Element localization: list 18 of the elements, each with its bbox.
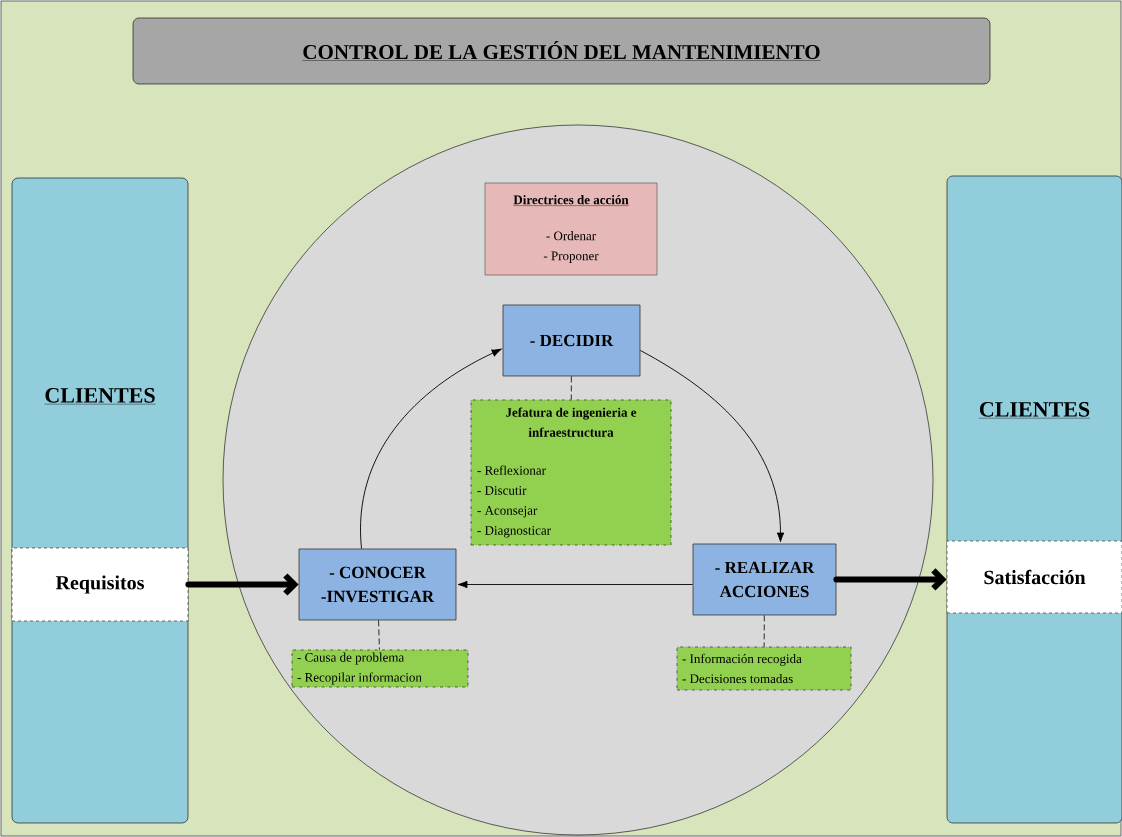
dashed-connector [570, 376, 572, 400]
client-box: Requisitos [11, 547, 189, 622]
note-box: - Información recogida - Decisiones tomadas [676, 646, 852, 691]
process-box: - CONOCER -INVESTIGAR [298, 548, 457, 621]
note-box: Jefatura de ingenieria e infraestructura - Reflexionar - Discutir - Aconsejar - Diagnosticar [470, 399, 672, 546]
dashed-connector [378, 620, 380, 650]
note-box: - Causa de problema - Recopilar informacion [291, 649, 469, 688]
title-box: CONTROL DE LA GESTIÓN DEL MANTENIMIENTO [132, 17, 991, 85]
arrow [639, 350, 785, 543]
dashed-connector [763, 615, 765, 647]
client-box: Satisfacción [946, 540, 1122, 614]
arrow [457, 580, 694, 589]
thick-arrow [185, 573, 299, 596]
process-box: - REALIZAR ACCIONES [692, 543, 837, 616]
note-box: Directrices de acción - Ordenar - Proponer [484, 182, 658, 276]
arrow [360, 348, 502, 550]
process-box: - DECIDIR [502, 304, 641, 377]
thick-arrow [833, 568, 947, 591]
